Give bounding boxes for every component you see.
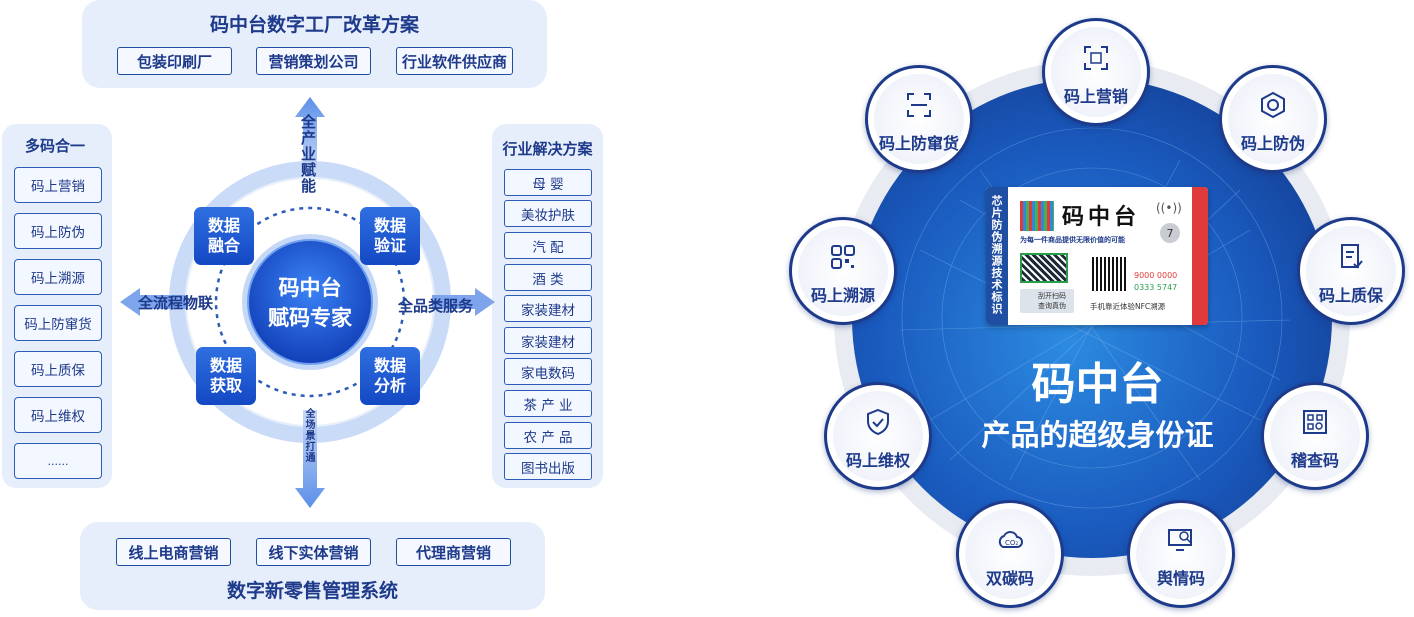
arrow-label-right: 全品类服务: [398, 297, 474, 315]
left-item-traceability: 码上溯源: [14, 259, 102, 295]
tag-agent-marketing: 代理商营销: [396, 538, 511, 566]
left-item-warranty: 码上质保: [14, 351, 102, 387]
top-panel-title: 码中台数字工厂改革方案: [209, 14, 419, 36]
arrow-label-bottom: 全场景打通: [303, 408, 314, 463]
monitor-search-icon: [1168, 529, 1192, 551]
grid-search-icon: [1303, 410, 1327, 434]
industry-panel: 行业解决方案 母 婴 美妆护肤 汽 配 酒 类 家装建材 家装建材 家电数码 茶…: [492, 124, 603, 488]
arrow-left: [120, 288, 188, 316]
tag-software-supplier: 行业软件供应商: [396, 47, 513, 75]
industry-item: 家装建材: [504, 295, 592, 322]
label-left-strip: [986, 187, 1008, 325]
label-red-edge: [1192, 187, 1208, 325]
node-rights: 码上维权: [824, 382, 932, 490]
node-traceability: 码上溯源: [789, 217, 897, 325]
left-item-more: ......: [14, 443, 102, 479]
label-wireless-icon: ((•)): [1156, 201, 1182, 215]
label-qr-colorful: [1020, 201, 1054, 231]
left-item-anticounterfeit: 码上防伪: [14, 213, 102, 249]
qr-grid-icon: [831, 245, 855, 269]
arrow-right: [432, 288, 495, 316]
bottom-panel: 线上电商营销 线下实体营销 代理商营销 数字新零售管理系统: [80, 522, 545, 610]
scan-icon: [1084, 46, 1108, 70]
scan-frame-icon: [907, 93, 931, 117]
label-qr-code: [1020, 253, 1068, 283]
left-panel: 多码合一 码上营销 码上防伪 码上溯源 码上防窜货 码上质保 码上维权 ....…: [2, 124, 112, 488]
label-scan-box: [1020, 289, 1074, 313]
label-vertical-text: 芯片防伪溯源技术标识: [990, 195, 1003, 315]
label-brand: 码中台: [1062, 204, 1141, 230]
industry-item: 家装建材: [504, 327, 592, 354]
industry-item: 农 产 品: [504, 422, 592, 449]
quad-data-fusion: 数据 融合: [194, 207, 254, 265]
hub-diagram: [120, 97, 495, 508]
industry-panel-title: 行业解决方案: [502, 140, 593, 158]
industry-item: 酒 类: [504, 264, 592, 291]
hub-title: 码中台: [278, 276, 342, 300]
label-scan-hint-1: 刮开扫码: [1038, 292, 1066, 300]
node-sentiment: 舆情码: [1127, 500, 1235, 608]
svg-text:CO₂: CO₂: [1005, 539, 1018, 547]
label-scan-hint-2: 查询真伪: [1038, 302, 1066, 310]
industry-item: 家电数码: [504, 358, 592, 385]
document-check-icon: [1341, 244, 1363, 269]
top-panel: 码中台数字工厂改革方案 包装印刷厂 营销策划公司 行业软件供应商: [82, 0, 547, 88]
quad-data-analysis: 数据 分析: [360, 347, 420, 405]
diagram-subtitle: 产品的超级身份证: [981, 418, 1214, 452]
label-nfc-text: 手机靠近体验NFC溯源: [1090, 302, 1166, 311]
quad-data-verify: 数据 验证: [360, 207, 420, 265]
industry-item: 美妆护肤: [504, 200, 592, 227]
arrow-up: [295, 97, 325, 170]
arrow-label-left: 全流程物联: [138, 294, 214, 312]
product-label-card: 芯片防伪溯源技术标识 码中台 ((•)) 7 为每一件商品提供无限价值的可能 9…: [986, 187, 1208, 325]
hexagon-shield-icon: [1261, 91, 1285, 119]
left-item-rights: 码上维权: [14, 397, 102, 433]
node-dual-carbon: CO₂ 双碳码: [956, 500, 1064, 608]
arrow-down: [295, 410, 325, 508]
hub-subtitle: 赋码专家: [268, 306, 352, 330]
left-panel-title: 多码合一: [24, 137, 85, 155]
cloud-co2-icon: CO₂: [998, 531, 1023, 548]
label-badge: 7: [1160, 223, 1180, 243]
label-code-1: 9000 0000: [1134, 271, 1178, 280]
left-item-marketing: 码上营销: [14, 167, 102, 203]
label-code-2: 0333 5747: [1134, 283, 1178, 292]
industry-item: 茶 产 业: [504, 390, 592, 417]
tag-offline-retail: 线下实体营销: [256, 538, 371, 566]
hub-circle: [247, 239, 373, 365]
shield-check-icon: [867, 408, 889, 436]
tag-online-ecommerce: 线上电商营销: [116, 538, 231, 566]
node-anticounterfeit: 码上防伪: [1219, 65, 1327, 173]
quad-data-acquire: 数据 获取: [196, 347, 256, 405]
node-marketing: 码上营销: [1042, 18, 1150, 126]
node-inspection: 稽查码: [1261, 382, 1369, 490]
diagram-title: 码中台: [1031, 359, 1164, 410]
arrow-label-top: 全产业赋能: [299, 114, 317, 194]
dashed-ring: [214, 206, 406, 398]
industry-item: 母 婴: [504, 169, 592, 196]
bottom-panel-title: 数字新零售管理系统: [226, 580, 398, 602]
industry-item: 汽 配: [504, 232, 592, 259]
left-item-anti-diversion: 码上防窜货: [14, 305, 102, 341]
tag-marketing-planning: 营销策划公司: [256, 47, 371, 75]
label-slogan: 为每一件商品提供无限价值的可能: [1020, 236, 1125, 244]
industry-item: 图书出版: [504, 453, 592, 480]
node-warranty: 码上质保: [1297, 217, 1405, 325]
label-qr-code-2: [1092, 257, 1126, 291]
node-anti-diversion: 码上防窜货: [865, 65, 973, 173]
tag-packaging-printing: 包装印刷厂: [117, 47, 232, 75]
